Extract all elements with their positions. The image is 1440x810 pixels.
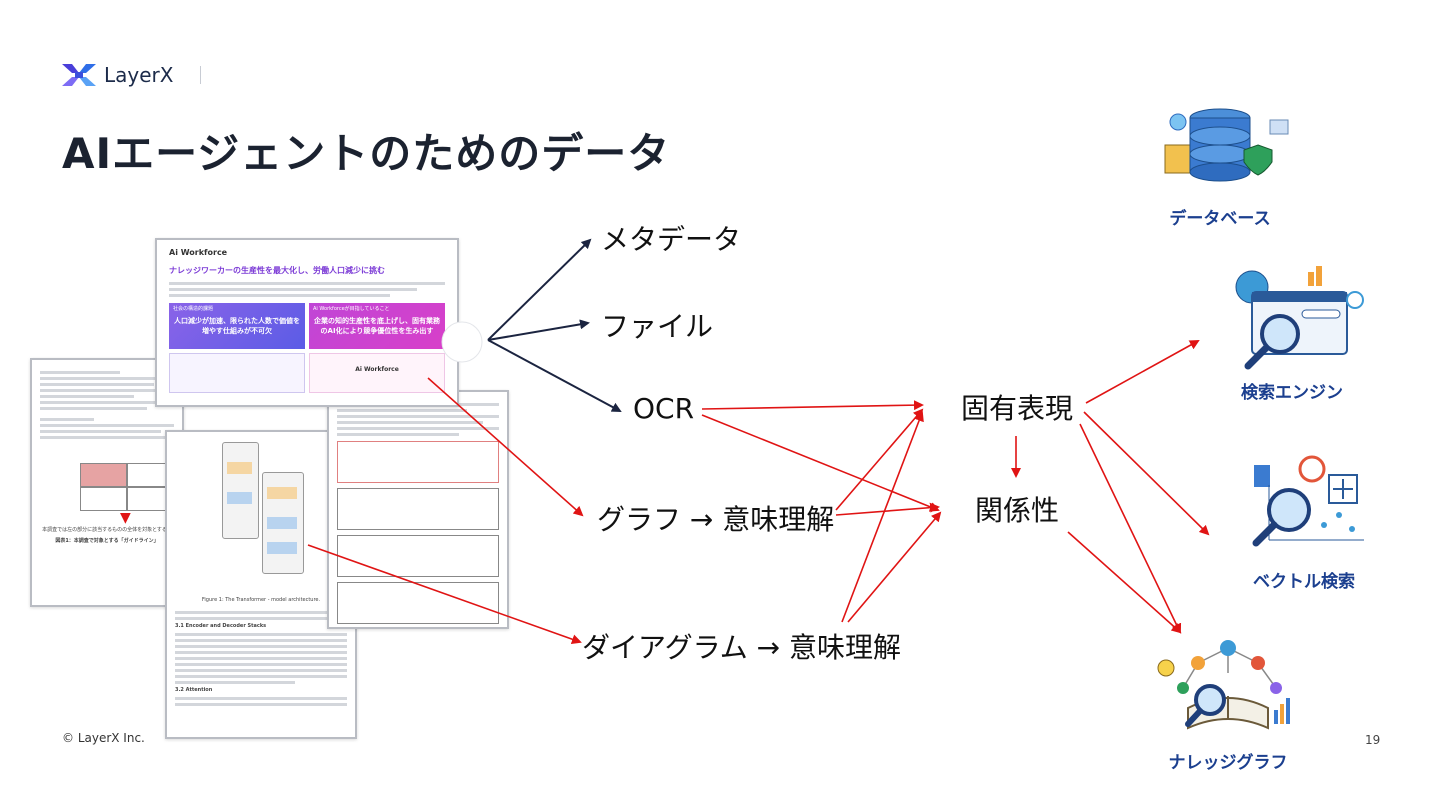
brand-logo: LayerX (62, 62, 173, 88)
arrow-to-file (487, 319, 590, 341)
arrow-diagram-to-relation (847, 511, 942, 623)
report-figure-caption: 図表1：本調査で対象とする「ガイドライン」 (55, 538, 159, 544)
search-engine-tile: 検索エンジン (1212, 262, 1372, 403)
page-title: AIエージェントのためのデータ (62, 129, 671, 178)
logo-divider (200, 66, 201, 84)
arrow-doc-to-diagram (307, 544, 582, 645)
arrow-ocr-to-ner (701, 400, 924, 411)
arrow-ner-to-vector (1083, 411, 1210, 536)
doc-header: Ai Workforce (169, 248, 228, 257)
arrow-to-metadata (487, 238, 592, 341)
arrow-ner-to-search (1085, 340, 1200, 404)
layerx-logo-icon (62, 64, 96, 86)
database-icon (1164, 108, 1289, 182)
label-ocr: OCR (633, 392, 695, 425)
paper-section-heading: 3.1 Encoder and Decoder Stacks (175, 623, 267, 629)
panel-right-tag: Ai Workforceが目指していること (313, 306, 390, 312)
label-named-entity: 固有表現 (961, 392, 1074, 425)
knowledge-graph-label: ナレッジグラフ (1168, 753, 1288, 773)
arrow-graph-to-relation (835, 502, 940, 516)
doc-footer-logo: Ai Workforce (355, 366, 399, 373)
search-engine-label: 検索エンジン (1241, 383, 1343, 403)
label-diagram: ダイアグラム → 意味理解 (582, 631, 902, 664)
vector-search-label: ベクトル検索 (1253, 572, 1355, 592)
database-tile: データベース (1140, 100, 1300, 229)
paper-figure-caption: Figure 1: The Transformer - model archit… (201, 597, 321, 603)
report-caption-note: 本調査では左の部分に該当するものの全体を対象とする。 (42, 527, 172, 533)
panel-left-tag: 社会の構造的課題 (173, 306, 214, 312)
document-thumbnail-form (327, 390, 509, 629)
label-relation: 関係性 (975, 494, 1060, 527)
arrow-doc-to-graph (427, 377, 584, 517)
vector-search-tile: ベクトル検索 (1224, 455, 1384, 592)
paper-section-heading: 3.2 Attention (175, 687, 213, 693)
search-engine-icon (1235, 266, 1364, 370)
arrow-to-ocr (487, 339, 622, 412)
label-graph: グラフ → 意味理解 (597, 503, 835, 536)
label-file: ファイル (601, 310, 714, 343)
arrow-diagram-to-ner (841, 411, 924, 623)
database-label: データベース (1169, 209, 1271, 229)
arrow-relation-to-kg (1067, 531, 1182, 634)
doc-headline: ナレッジワーカーの生産性を最大化し、労働人口減少に挑む (169, 266, 385, 275)
arrow-ner-to-kg (1079, 423, 1182, 634)
document-thumbnail-aiworkforce: Ai Workforce ナレッジワーカーの生産性を最大化し、労働人口減少に挑む… (155, 238, 459, 407)
vector-search-icon (1252, 455, 1364, 547)
panel-right-text: 企業の知的生産性を底上げし、固有業務のAI化により競争優位性を生み出す (314, 317, 440, 335)
arrow-graph-to-ner (835, 408, 924, 511)
label-metadata: メタデータ (601, 223, 742, 256)
knowledge-graph-icon (1157, 640, 1290, 730)
arrow-ocr-to-relation (701, 414, 940, 512)
down-arrow-icon: ▼ (120, 510, 131, 526)
brand-name: LayerX (104, 63, 174, 87)
branch-node (441, 321, 483, 363)
copyright: © LayerX Inc. (62, 731, 145, 745)
page-number: 19 (1365, 733, 1381, 747)
panel-left-text: 人口減少が加速、限られた人数で価値を増やす仕組みが不可欠 (174, 317, 300, 335)
document-thumbnail-paper: Figure 1: The Transformer - model archit… (165, 430, 357, 739)
knowledge-graph-tile: ナレッジグラフ (1148, 628, 1308, 773)
